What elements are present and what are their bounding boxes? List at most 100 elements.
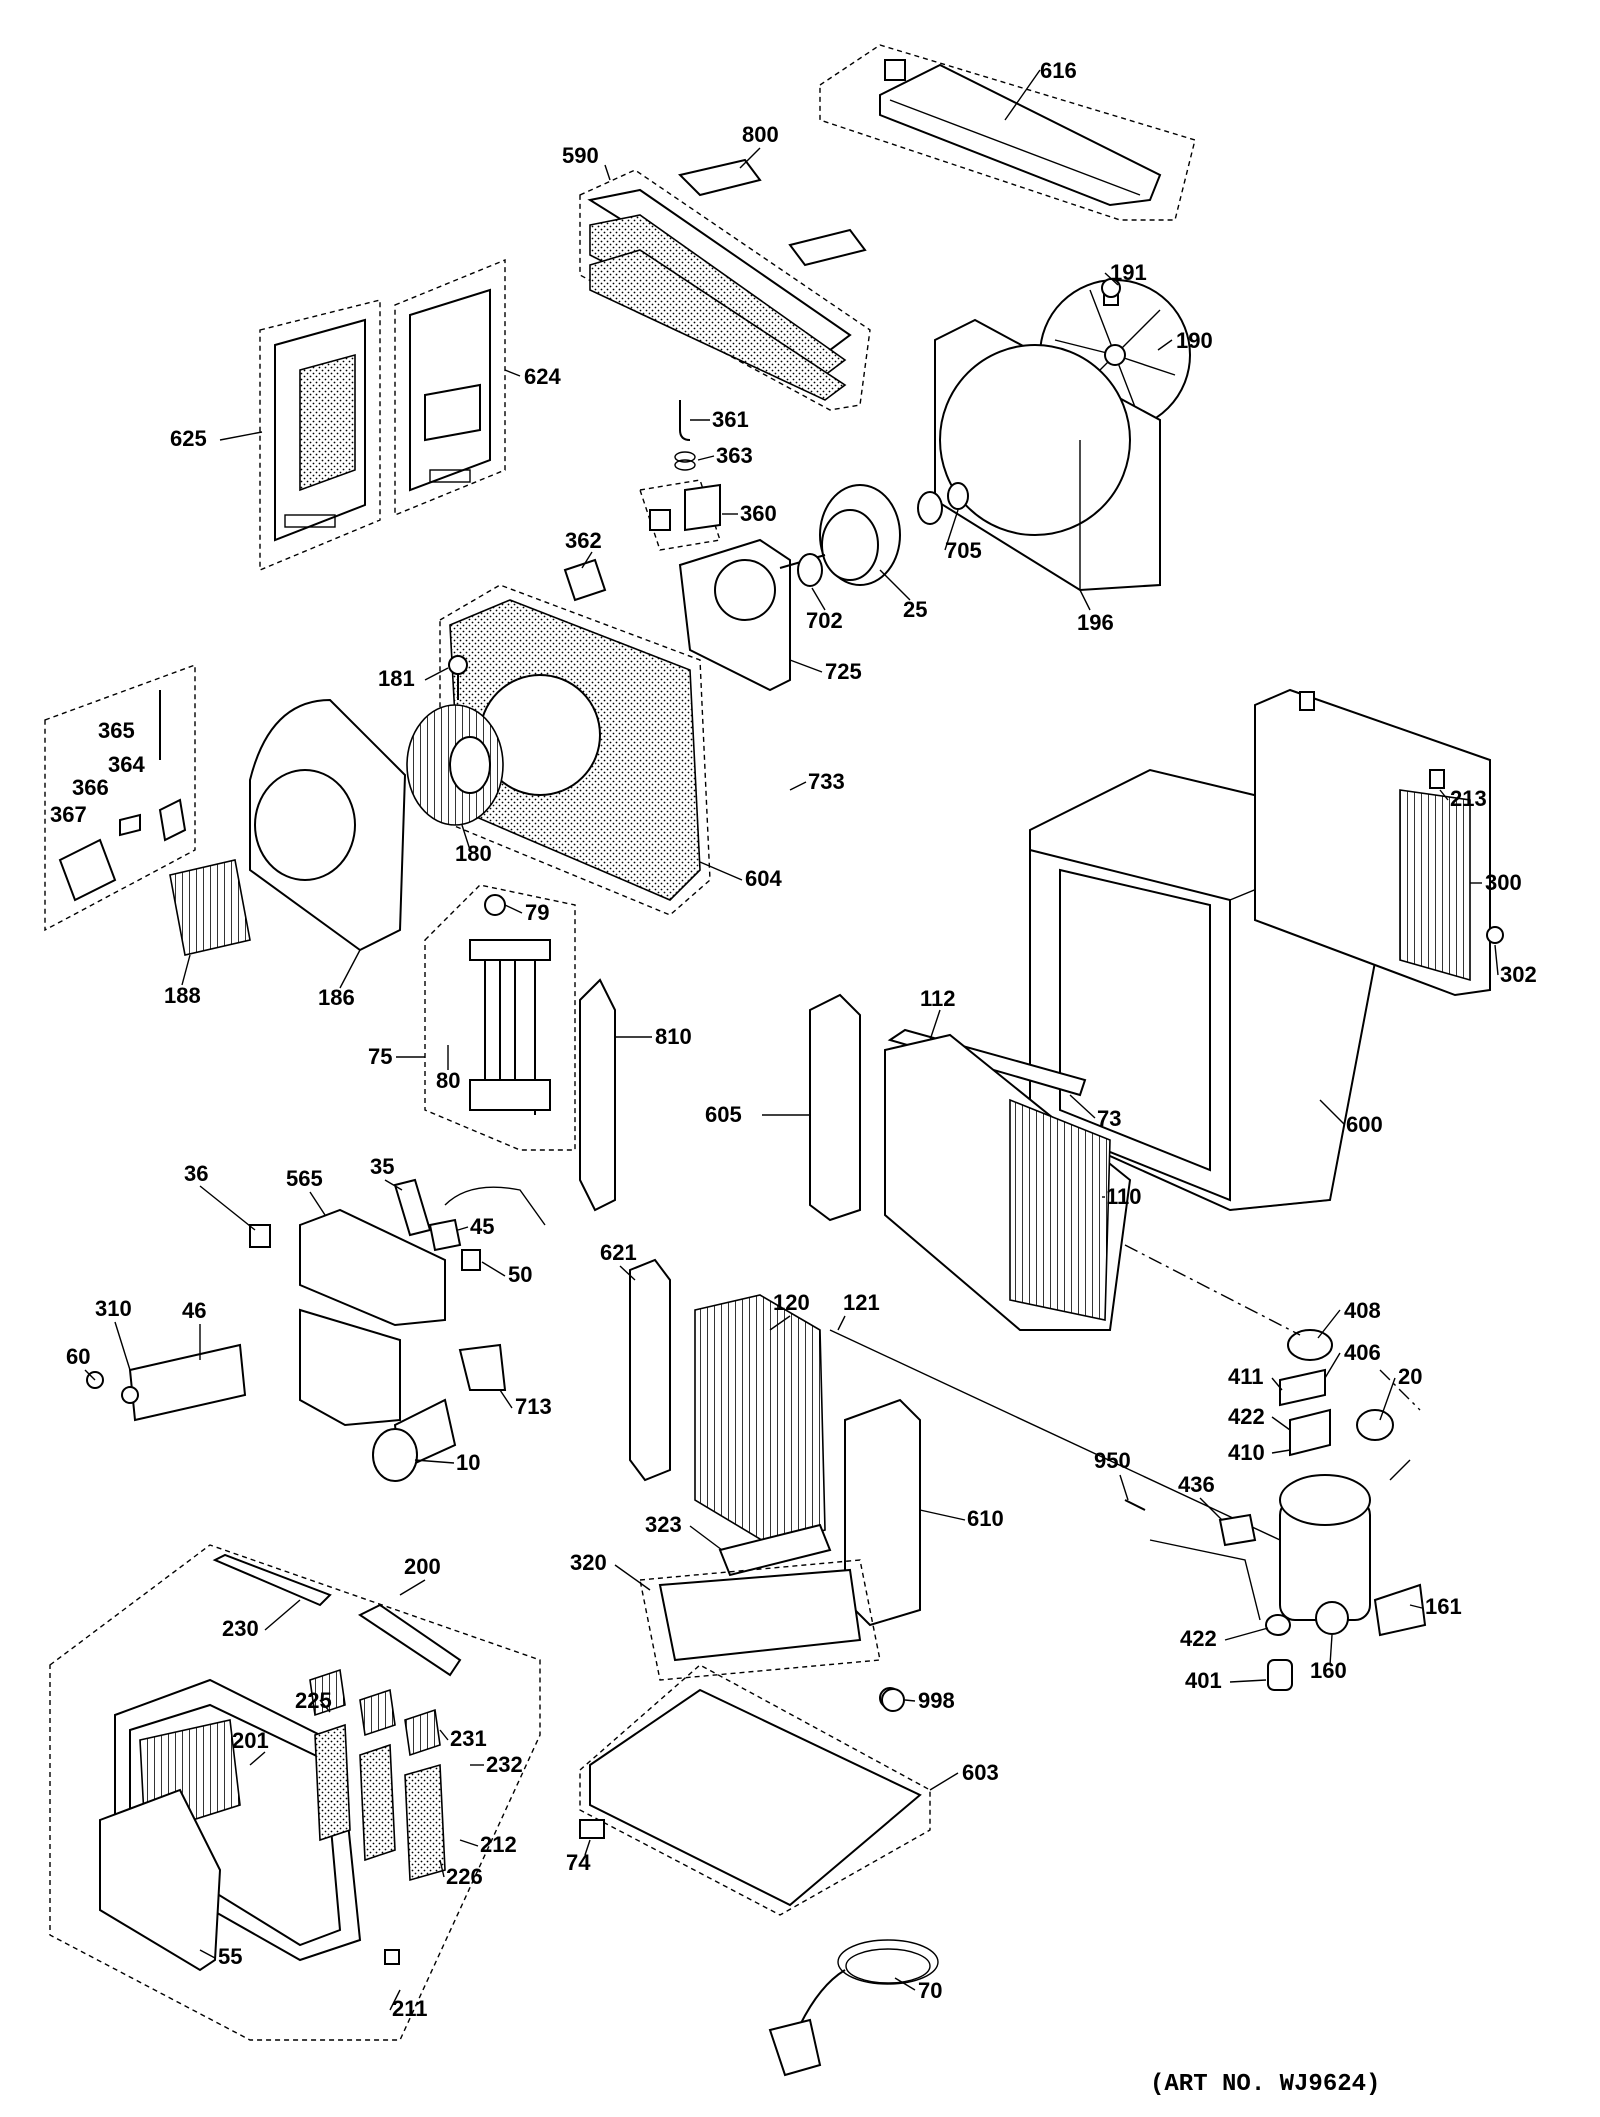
part-label-225: 225 (295, 1688, 332, 1713)
part-label-410: 410 (1228, 1440, 1265, 1465)
part-label-436: 436 (1178, 1472, 1215, 1497)
part-label-422a: 422 (1228, 1404, 1265, 1429)
part-label-186: 186 (318, 985, 355, 1010)
condenser-120 (629, 1258, 1281, 1627)
part-label-603: 603 (962, 1760, 999, 1785)
part-label-616: 616 (1040, 58, 1077, 83)
part-label-363: 363 (716, 443, 753, 468)
art-number: (ART NO. WJ9624) (1150, 2071, 1380, 2098)
fan-shroud-196 (934, 318, 1161, 592)
part-label-810: 810 (655, 1024, 692, 1049)
part-label-705: 705 (945, 538, 982, 563)
part-label-25: 25 (903, 597, 927, 622)
part-label-624: 624 (524, 364, 561, 389)
part-label-35: 35 (370, 1154, 394, 1179)
part-label-191: 191 (1110, 260, 1147, 285)
part-label-232: 232 (486, 1752, 523, 1777)
part-label-50: 50 (508, 1262, 532, 1287)
control-bracket-365 (44, 663, 196, 932)
part-label-73: 73 (1097, 1106, 1121, 1131)
evaporator-110 (809, 993, 1132, 1331)
part-label-161: 161 (1425, 1594, 1462, 1619)
part-label-367: 367 (50, 802, 87, 827)
part-label-110: 110 (1106, 1184, 1142, 1209)
part-label-120: 120 (773, 1290, 810, 1315)
part-label-55: 55 (218, 1944, 242, 1969)
part-label-79: 79 (525, 900, 549, 925)
bulkhead-604 (439, 558, 711, 916)
part-label-422b: 422 (1180, 1626, 1217, 1651)
fan-motor-25 (779, 482, 969, 587)
capacitor-10 (372, 1343, 507, 1482)
blower-wheel-180 (406, 655, 504, 826)
part-label-201: 201 (232, 1728, 269, 1753)
part-label-361: 361 (712, 407, 749, 432)
side-filter-625 (259, 299, 381, 572)
part-label-362: 362 (565, 528, 602, 553)
power-cord-70 (579, 1688, 939, 2077)
part-label-605: 605 (705, 1102, 742, 1127)
part-label-60: 60 (66, 1344, 90, 1369)
grill-188 (169, 859, 251, 956)
part-label-366: 366 (72, 775, 109, 800)
part-label-75: 75 (368, 1044, 392, 1069)
part-label-231: 231 (450, 1726, 487, 1751)
top-cover-616 (819, 44, 1196, 221)
part-label-80: 80 (436, 1068, 460, 1093)
part-label-10: 10 (456, 1450, 480, 1475)
part-label-230: 230 (222, 1616, 259, 1641)
part-label-302: 302 (1500, 962, 1537, 987)
compressor-160 (1149, 1329, 1427, 1691)
leader-lines (84, 69, 1499, 2011)
part-labels: 616 800 590 191 190 624 625 361 363 360 … (50, 58, 1537, 2021)
base-pan-603 (579, 1523, 931, 1916)
part-label-211: 211 (392, 1996, 428, 2021)
part-label-188: 188 (164, 983, 201, 1008)
foam-panels-590 (579, 158, 871, 411)
part-label-621: 621 (600, 1240, 637, 1265)
part-label-181: 181 (378, 666, 415, 691)
front-panel-200 (49, 1544, 541, 2041)
part-label-36: 36 (184, 1161, 208, 1186)
bracket-810 (579, 978, 616, 1212)
part-label-604: 604 (745, 866, 782, 891)
part-label-360: 360 (740, 501, 777, 526)
part-label-310: 310 (95, 1296, 132, 1321)
part-label-998: 998 (918, 1688, 955, 1713)
part-label-323: 323 (645, 1512, 682, 1537)
part-label-950: 950 (1094, 1448, 1131, 1473)
part-label-610: 610 (967, 1506, 1004, 1531)
part-label-160: 160 (1310, 1658, 1347, 1683)
part-label-411: 411 (1228, 1364, 1264, 1389)
part-label-180: 180 (455, 841, 492, 866)
bracket-group-360 (639, 400, 791, 692)
part-label-401: 401 (1185, 1668, 1222, 1693)
part-label-200: 200 (404, 1554, 441, 1579)
part-label-364: 364 (108, 752, 145, 777)
part-label-74: 74 (566, 1850, 591, 1875)
part-label-565: 565 (286, 1166, 323, 1191)
part-label-190: 190 (1176, 328, 1213, 353)
blower-scroll-186 (249, 698, 407, 952)
part-label-212: 212 (480, 1832, 517, 1857)
part-label-121: 121 (843, 1290, 880, 1315)
part-label-213: 213 (1450, 786, 1487, 811)
part-label-46: 46 (182, 1298, 206, 1323)
part-label-733: 733 (808, 769, 845, 794)
part-label-70: 70 (918, 1978, 942, 2003)
part-label-800: 800 (742, 122, 779, 147)
part-label-713: 713 (515, 1394, 552, 1419)
part-label-625: 625 (170, 426, 207, 451)
screw-950 (1124, 1499, 1257, 1547)
part-label-196: 196 (1077, 610, 1114, 635)
side-panel-624 (394, 258, 506, 517)
heater-element-75 (424, 884, 576, 1151)
control-box-565 (86, 1178, 546, 1427)
part-label-408: 408 (1344, 1298, 1381, 1323)
part-label-406: 406 (1344, 1340, 1381, 1365)
part-label-365: 365 (98, 718, 135, 743)
guide-lines (1124, 1244, 1421, 1481)
part-label-600: 600 (1346, 1112, 1383, 1137)
part-label-20: 20 (1398, 1364, 1422, 1389)
